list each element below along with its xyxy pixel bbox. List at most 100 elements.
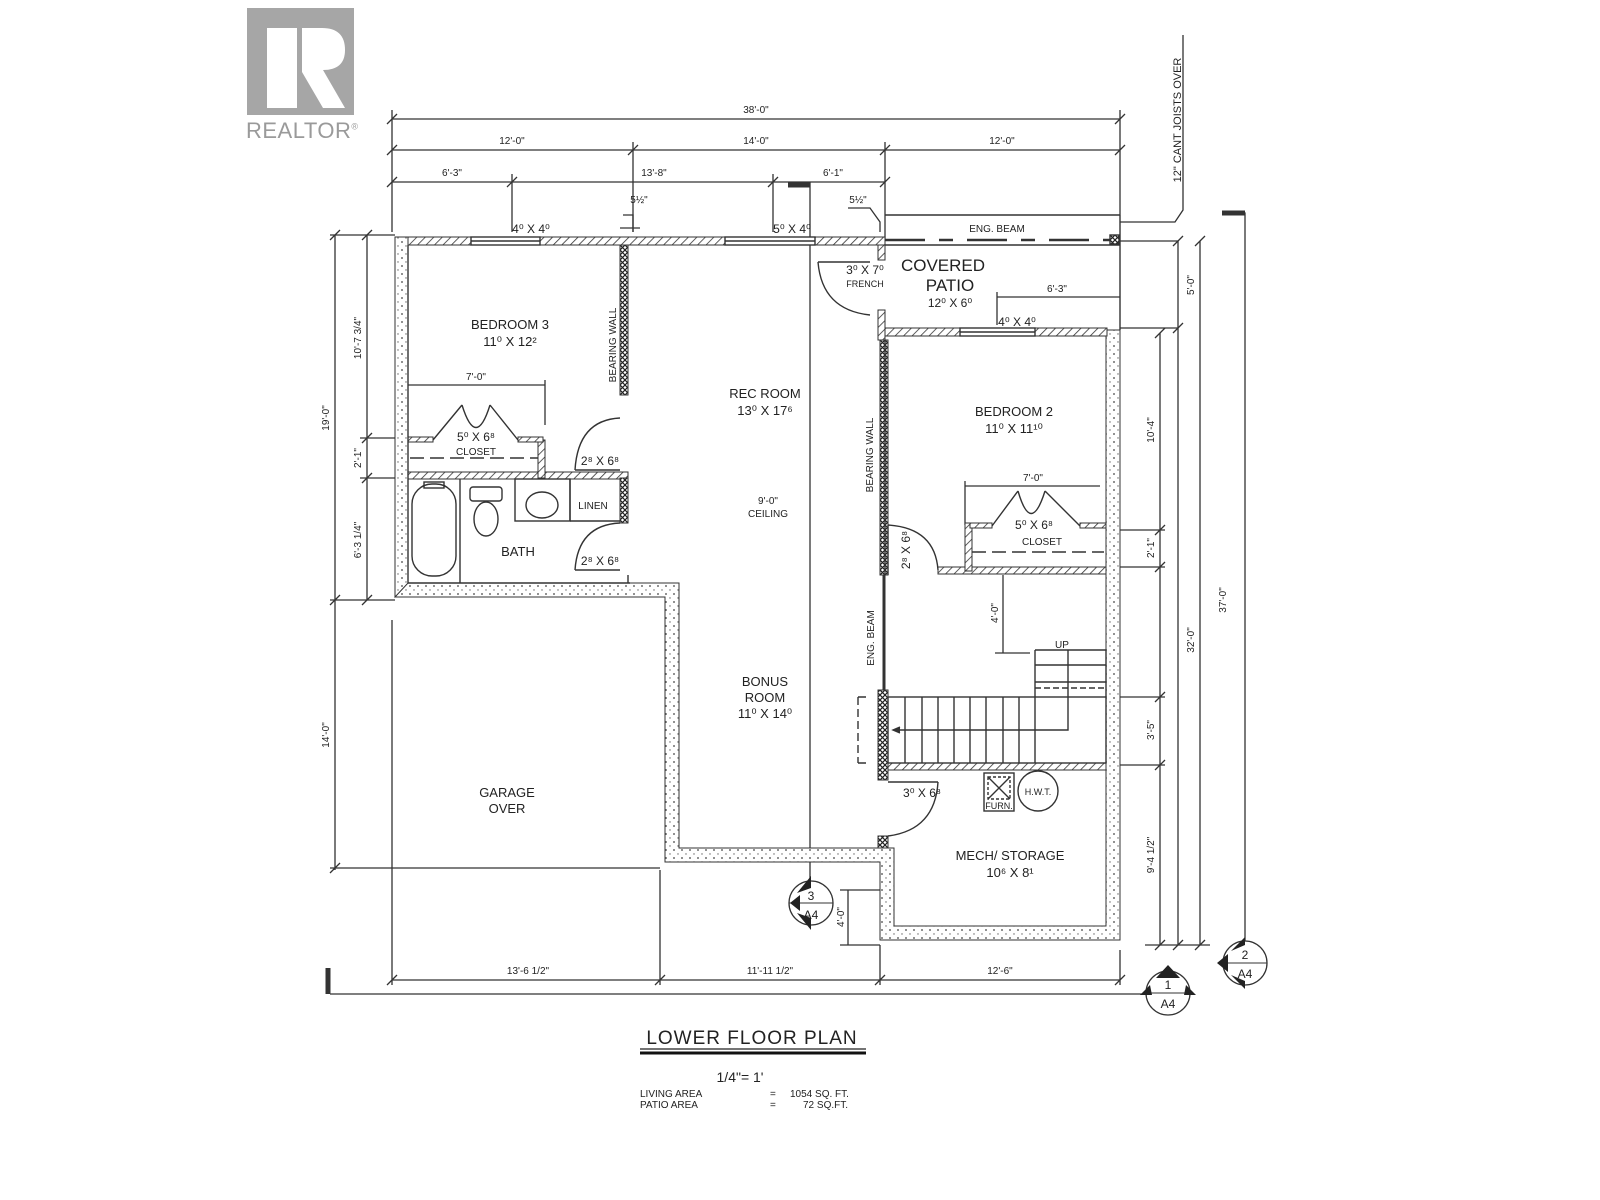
section-marker-3: 3 A4 <box>788 876 834 930</box>
bearing-wall-left-label: BEARING WALL <box>608 307 619 382</box>
realtor-r-icon <box>267 28 345 108</box>
cant-joists-label: 12" CANT JOISTS OVER <box>1172 58 1184 183</box>
svg-text:10'-4": 10'-4" <box>1146 417 1157 443</box>
closet2-size: 5⁰ X 6⁸ <box>1015 518 1053 532</box>
svg-text:4'-0": 4'-0" <box>990 603 1001 623</box>
svg-text:A4: A4 <box>804 908 819 922</box>
section-marker-1: 1 A4 <box>1140 965 1196 1016</box>
bonus-room-label-2: ROOM <box>745 690 785 705</box>
door-bedroom2-label: 2⁸ X 6⁸ <box>899 531 913 569</box>
svg-text:11'-11 1/2": 11'-11 1/2" <box>747 966 794 977</box>
svg-text:2: 2 <box>1242 948 1249 962</box>
patio-label-1: COVERED <box>901 256 985 275</box>
frame-walls <box>407 236 1108 771</box>
eng-beam-side-label: ENG. BEAM <box>866 610 877 666</box>
eng-beam-top-label: ENG. BEAM <box>969 224 1025 235</box>
realtor-wordmark: REALTOR® <box>246 118 359 143</box>
svg-text:10'-7 3/4": 10'-7 3/4" <box>353 316 364 359</box>
svg-text:12'-0": 12'-0" <box>989 136 1015 147</box>
window-bedroom3-label: 4⁰ X 4⁰ <box>512 222 550 236</box>
stairs-up-label: UP <box>1055 640 1069 651</box>
door-bedroom3-label: 2⁸ X 6⁸ <box>581 454 619 468</box>
rec-room-size: 13⁰ X 17⁶ <box>737 403 792 418</box>
svg-text:7'-0": 7'-0" <box>1023 473 1043 484</box>
french-door-type: FRENCH <box>846 279 884 289</box>
svg-text:32'-0": 32'-0" <box>1186 627 1197 653</box>
patio-area-label: PATIO AREA <box>640 1100 698 1111</box>
mech-label: MECH/ STORAGE <box>956 848 1065 863</box>
closet2-label: CLOSET <box>1022 537 1062 548</box>
bedroom2-size: 11⁰ X 11¹⁰ <box>985 421 1043 436</box>
svg-text:12'-6": 12'-6" <box>987 966 1013 977</box>
svg-text:14'-0": 14'-0" <box>321 722 332 748</box>
linen-label: LINEN <box>578 501 607 512</box>
section-markers: 3 A4 1 A4 2 A4 <box>788 876 1268 1016</box>
svg-text:7'-0": 7'-0" <box>466 372 486 383</box>
svg-text:38'-0": 38'-0" <box>743 105 769 116</box>
svg-text:4'-0": 4'-0" <box>836 907 847 927</box>
bath-label: BATH <box>501 544 535 559</box>
bearing-walls <box>619 244 889 849</box>
ceiling-height: 9'-0" <box>758 496 778 507</box>
patio-label-2: PATIO <box>926 276 975 295</box>
window-bedroom2-label: 4⁰ X 4⁰ <box>998 315 1036 329</box>
realtor-logo <box>247 8 354 115</box>
svg-text:9'-4 1/2": 9'-4 1/2" <box>1146 836 1157 873</box>
svg-text:5½": 5½" <box>630 195 648 206</box>
garage-label-1: GARAGE <box>479 785 535 800</box>
interior-lines <box>407 214 1121 837</box>
dimension-labels: 38'-0" 12'-0" 14'-0" 12'-0" 6'-3" 13'-8"… <box>321 105 1229 977</box>
bonus-room-size: 11⁰ X 14⁰ <box>738 706 792 721</box>
svg-text:12'-0": 12'-0" <box>499 136 525 147</box>
closet3-size: 5⁰ X 6⁸ <box>457 430 495 444</box>
door-bath-label: 2⁸ X 6⁸ <box>581 554 619 568</box>
svg-text:A4: A4 <box>1161 997 1176 1011</box>
bedroom3-size: 11⁰ X 12² <box>483 334 537 349</box>
closet3-label: CLOSET <box>456 447 496 458</box>
svg-text:13'-8": 13'-8" <box>641 168 667 179</box>
bearing-wall-right-label: BEARING WALL <box>865 417 876 492</box>
svg-text:2'-1": 2'-1" <box>1146 538 1157 558</box>
svg-text:5½": 5½" <box>849 195 867 206</box>
door-mech-label: 3⁰ X 6⁸ <box>903 786 941 800</box>
svg-text:37'-0": 37'-0" <box>1218 587 1229 613</box>
window-rec-label: 5⁰ X 4⁰ <box>773 222 811 236</box>
bedroom2-label: BEDROOM 2 <box>975 404 1053 419</box>
opening-labels: 4⁰ X 4⁰ 5⁰ X 4⁰ 4⁰ X 4⁰ 3⁰ X 7⁰ FRENCH 2… <box>512 222 1036 800</box>
dimension-lines <box>325 35 1246 995</box>
svg-text:19'-0": 19'-0" <box>321 405 332 431</box>
section-marker-2: 2 A4 <box>1217 937 1268 989</box>
svg-text:2'-1": 2'-1" <box>353 448 364 468</box>
hwt-label: H.W.T. <box>1025 787 1052 797</box>
living-area-label: LIVING AREA <box>640 1089 703 1100</box>
svg-text:3'-5": 3'-5" <box>1146 720 1157 740</box>
svg-text:14'-0": 14'-0" <box>743 136 769 147</box>
bedroom3-label: BEDROOM 3 <box>471 317 549 332</box>
patio-area-value: 72 SQ.FT. <box>803 1100 848 1111</box>
furnace-label: FURN. <box>985 801 1013 811</box>
svg-text:6'-3": 6'-3" <box>1047 284 1067 295</box>
svg-text:6'-3 1/4": 6'-3 1/4" <box>353 521 364 558</box>
bonus-room-label-1: BONUS <box>742 674 789 689</box>
svg-text:5'-0": 5'-0" <box>1186 275 1197 295</box>
mech-size: 10⁶ X 8¹ <box>986 865 1034 880</box>
svg-text:A4: A4 <box>1238 967 1253 981</box>
title-block: LOWER FLOOR PLAN 1/4"= 1' LIVING AREA = … <box>640 1028 866 1111</box>
svg-text:13'-6 1/2": 13'-6 1/2" <box>507 966 550 977</box>
room-labels: BEDROOM 3 11⁰ X 12² REC ROOM 13⁰ X 17⁶ 9… <box>456 256 1065 880</box>
svg-text:6'-1": 6'-1" <box>823 168 843 179</box>
svg-text:1: 1 <box>1165 978 1172 992</box>
patio-size: 12⁰ X 6⁰ <box>928 296 973 310</box>
ceiling-label: CEILING <box>748 509 788 520</box>
annotation-labels: BEARING WALL BEARING WALL ENG. BEAM ENG.… <box>608 58 1184 811</box>
svg-text:6'-3": 6'-3" <box>442 168 462 179</box>
svg-text:=: = <box>770 1100 776 1111</box>
svg-text:3: 3 <box>808 889 815 903</box>
living-area-value: 1054 SQ. FT. <box>790 1089 849 1100</box>
french-door-size: 3⁰ X 7⁰ <box>846 263 884 277</box>
svg-text:=: = <box>770 1089 776 1100</box>
rec-room-label: REC ROOM <box>729 386 801 401</box>
garage-label-2: OVER <box>489 801 526 816</box>
plan-scale: 1/4"= 1' <box>717 1069 764 1085</box>
